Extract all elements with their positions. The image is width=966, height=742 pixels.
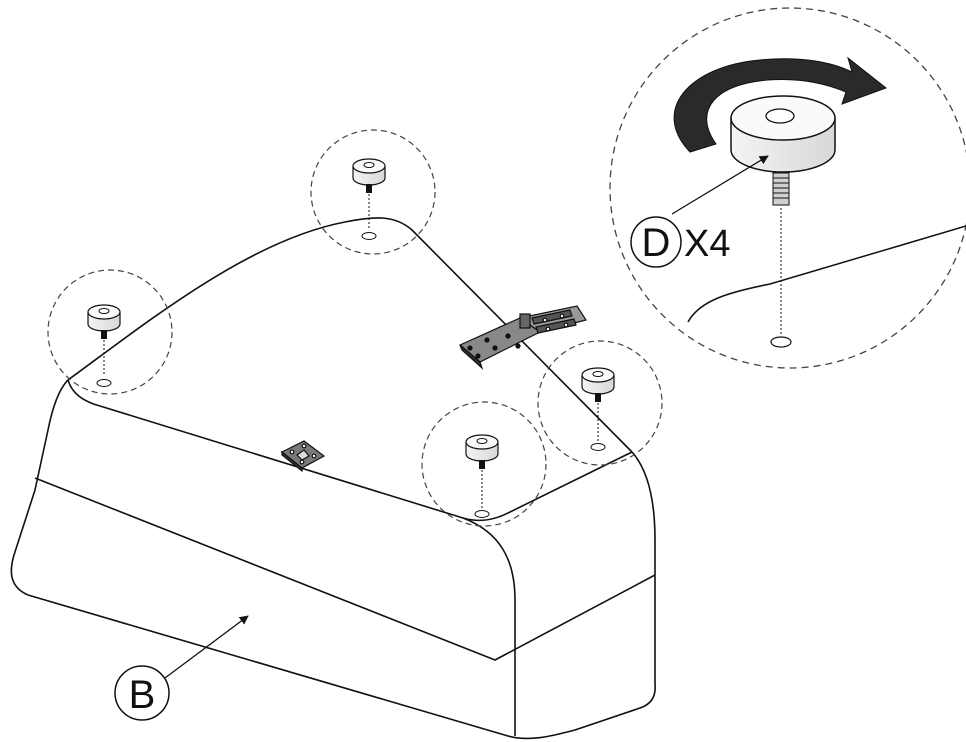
callout-d-quantity: X4 <box>684 223 730 265</box>
foot-front <box>421 401 547 527</box>
callout-d-letter: D <box>642 221 671 265</box>
side-band <box>34 477 656 661</box>
callout-d-circle <box>630 216 682 268</box>
top-face <box>67 217 633 453</box>
large-foot-icon <box>730 95 836 206</box>
callout-b-letter: B <box>129 673 156 717</box>
leader-d <box>671 155 769 215</box>
callout-b-circle <box>114 665 170 721</box>
detail-cabinet-edge <box>687 225 966 323</box>
mounting-plate <box>280 440 326 473</box>
hinge <box>458 305 587 370</box>
foot-top <box>310 129 436 255</box>
front-corner <box>462 517 516 736</box>
leader-b <box>164 615 249 679</box>
foot-right <box>537 340 663 466</box>
cabinet-box <box>10 217 656 740</box>
detail-view: D X4 <box>609 7 966 369</box>
rotation-arrow-icon <box>673 56 888 153</box>
bottom-edge <box>27 594 656 740</box>
mounting-hole <box>770 336 792 348</box>
left-side <box>10 379 69 596</box>
right-side <box>631 451 656 685</box>
top-front-edge <box>67 379 633 522</box>
callout-b: B <box>114 615 249 721</box>
foot-left <box>47 269 173 395</box>
